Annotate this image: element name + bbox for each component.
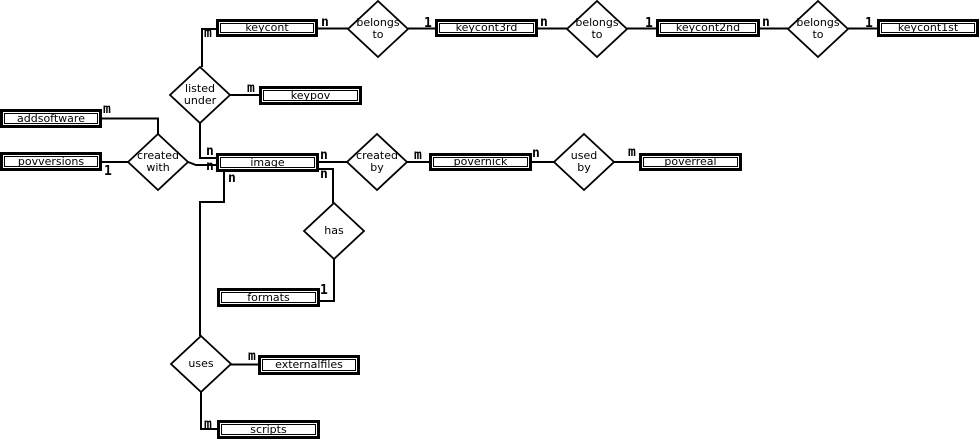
entity-label: externalfiles [275,358,343,371]
entity-label: keypov [290,88,331,102]
entity-label: povernick [453,155,508,168]
entity-label: poverreal [664,155,717,168]
entity-label: povversions [17,154,85,168]
connector-addsoftware-created-with [102,117,159,134]
entity-label: image [250,155,285,169]
entity-label: keycont [245,21,289,34]
relationship-diamond-created-with [126,132,190,192]
entity-addsoftware: addsoftware [0,109,102,128]
relationship-diamond-listed-under [168,65,232,125]
entity-poverreal: poverreal [639,153,742,171]
relationship-diamond-created-by [345,132,409,192]
relationship-diamond-belongs-to-2 [565,0,629,59]
relationship-diamond-belongs-to-3 [786,0,850,59]
entity-label: scripts [250,422,287,436]
entity-formats: formats [217,288,320,307]
entity-keycont2nd: keycont2nd [656,19,760,37]
entity-label: keycont1st [897,21,959,34]
entity-image: image [216,153,319,172]
entity-keycont: keycont [216,19,318,37]
connector-keycont-listed-under [201,28,216,67]
entity-keypov: keypov [259,86,362,105]
relationship-diamond-has [302,201,366,261]
connector-created-with-image [187,161,216,166]
entity-label: keycont2nd [675,21,741,34]
entity-label: keycont3rd [455,21,518,34]
relationship-diamond-used-by [552,132,616,192]
connector-image-uses [199,172,225,336]
entity-scripts: scripts [217,420,320,439]
connector-uses-scripts [200,392,217,430]
relationship-diamond-uses [169,334,233,394]
entity-externalfiles: externalfiles [258,355,360,375]
entity-keycont3rd: keycont3rd [435,19,538,37]
connector-listed-under-image [199,123,216,159]
entity-label: addsoftware [17,111,85,125]
connector-has-formats [320,259,335,302]
entity-povversions: povversions [0,152,102,171]
entity-povernick: povernick [429,153,532,171]
entity-keycont1st: keycont1st [877,19,979,37]
connector-image-has [319,168,334,203]
relationship-diamond-belongs-to-1 [346,0,410,59]
entity-label: formats [247,290,290,304]
